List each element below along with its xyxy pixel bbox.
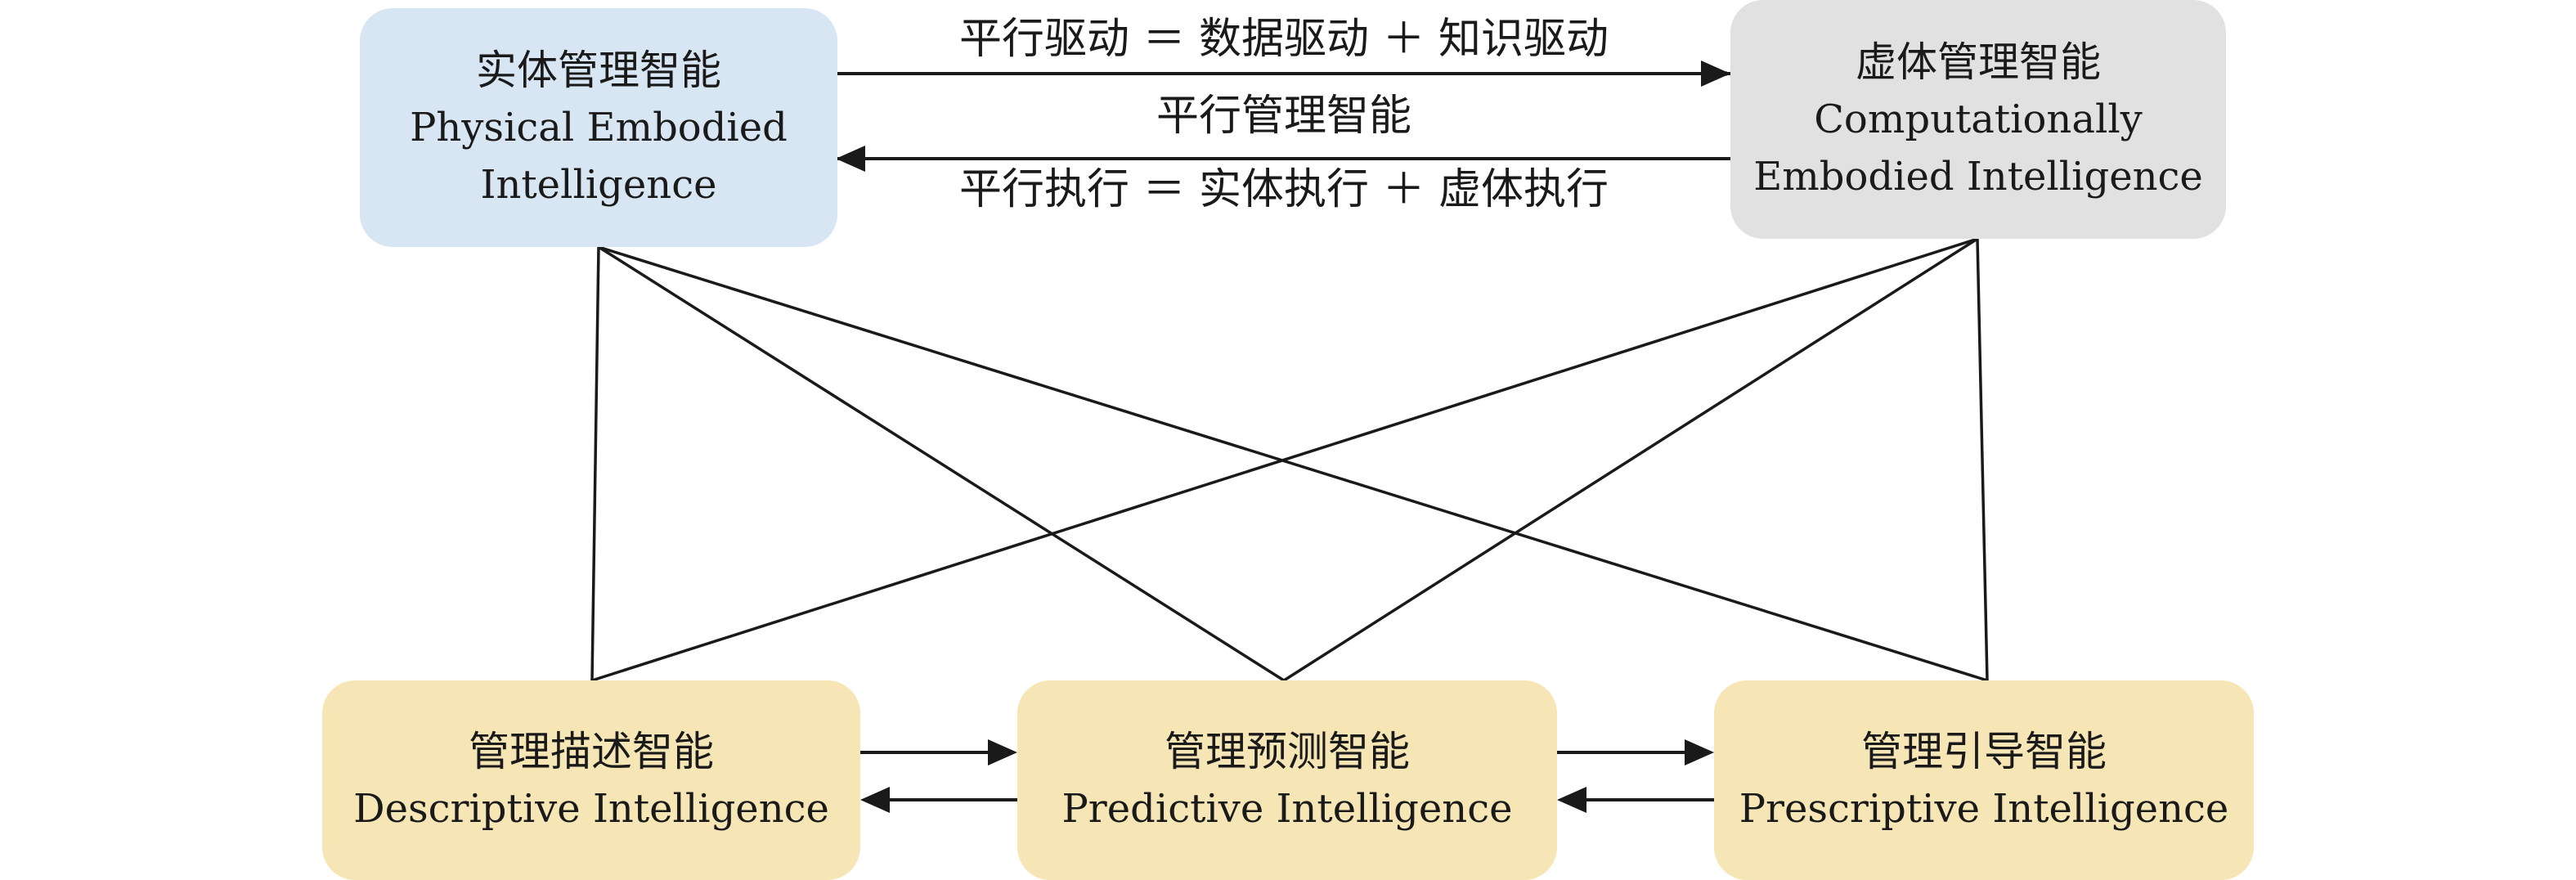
- predictive-intelligence-box: 管理预测智能 Predictive Intelligence: [1017, 680, 1557, 880]
- physical-zh-label: 实体管理智能: [476, 47, 721, 94]
- execute-arrow-head: [836, 146, 865, 172]
- computational-en-label-line1: Computationally: [1814, 97, 2143, 142]
- link-physical-prescriptive: [598, 245, 1988, 682]
- prescriptive-intelligence-box: 管理引导智能 Prescriptive Intelligence: [1714, 680, 2254, 880]
- link-computational-predictive: [1283, 237, 1978, 682]
- physical-embodied-intelligence-box: 实体管理智能 Physical Embodied Intelligence: [360, 8, 837, 247]
- link-physical-descriptive: [590, 246, 600, 681]
- predictive-zh-label: 管理预测智能: [1165, 728, 1410, 775]
- computational-embodied-intelligence-box: 虚体管理智能 Computationally Embodied Intellig…: [1730, 0, 2226, 239]
- arrow-predictive-to-prescriptive-head: [1685, 739, 1714, 766]
- arrow-predictive-to-descriptive-head: [860, 787, 890, 813]
- arrow-descriptive-to-predictive-head: [988, 739, 1017, 766]
- descriptive-en-label: Descriptive Intelligence: [353, 786, 829, 832]
- drive-arrow-head: [1701, 61, 1730, 87]
- computational-zh-label: 虚体管理智能: [1856, 38, 2101, 86]
- physical-en-label-line2: Intelligence: [480, 162, 717, 208]
- prescriptive-en-label: Prescriptive Intelligence: [1739, 786, 2229, 832]
- predictive-en-label: Predictive Intelligence: [1061, 786, 1513, 832]
- physical-en-label-line1: Physical Embodied: [410, 105, 788, 150]
- arrow-prescriptive-to-predictive-head: [1557, 787, 1586, 813]
- parallel-drive-caption: 平行驱动 ＝ 数据驱动 ＋ 知识驱动: [958, 15, 1609, 64]
- prescriptive-zh-label: 管理引导智能: [1861, 728, 2107, 775]
- computational-en-label-line2: Embodied Intelligence: [1753, 154, 2203, 200]
- descriptive-zh-label: 管理描述智能: [469, 728, 714, 775]
- parallel-execute-caption: 平行执行 ＝ 实体执行 ＋ 虚体执行: [958, 165, 1609, 214]
- parallel-management-caption: 平行管理智能: [1156, 92, 1412, 141]
- descriptive-intelligence-box: 管理描述智能 Descriptive Intelligence: [322, 680, 860, 880]
- link-computational-descriptive: [591, 237, 1978, 682]
- link-computational-prescriptive: [1976, 238, 1989, 681]
- link-physical-predictive: [598, 245, 1285, 682]
